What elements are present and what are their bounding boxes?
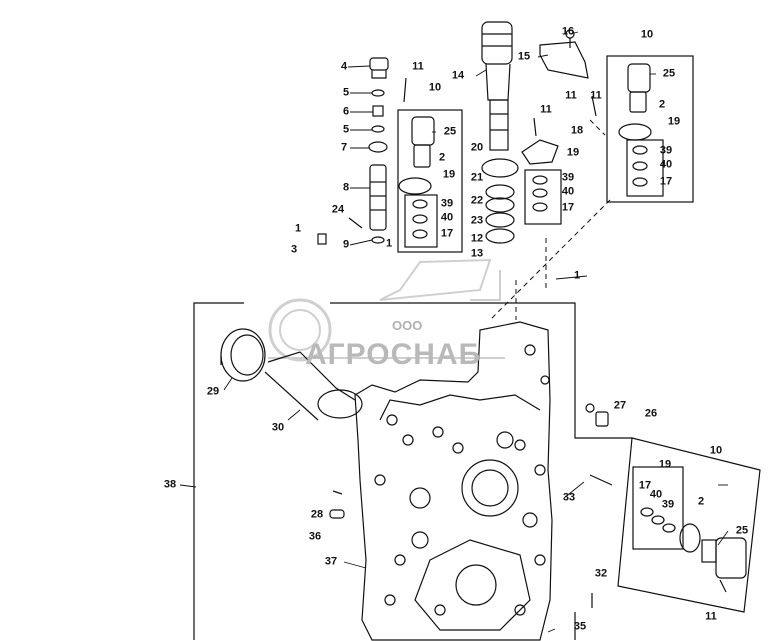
callout-20: 20 [470, 141, 484, 154]
sleeve-and-tube [220, 328, 363, 421]
callout-23: 23 [470, 214, 484, 227]
callout-5: 5 [342, 86, 350, 99]
callout-39: 39 [440, 197, 454, 210]
callout-15: 15 [517, 50, 531, 63]
callout-2: 2 [438, 151, 446, 164]
watermark-logo-icon [268, 258, 505, 362]
spool-stack [317, 57, 389, 245]
callout-9: 9 [342, 238, 350, 251]
callout-37: 37 [324, 555, 338, 568]
callout-19: 19 [566, 146, 580, 159]
callout-11: 11 [590, 89, 602, 102]
callout-40: 40 [649, 488, 663, 501]
callout-19: 19 [442, 168, 456, 181]
callout-10: 10 [709, 444, 723, 457]
callout-25: 25 [662, 67, 676, 80]
callout-10: 10 [428, 81, 442, 94]
callout-39: 39 [661, 498, 675, 511]
callout-11: 11 [412, 60, 424, 73]
callout-8: 8 [342, 181, 350, 194]
callout-30: 30 [271, 421, 285, 434]
solenoid-box-c [617, 437, 761, 613]
callout-21: 21 [470, 171, 484, 184]
callout-40: 40 [440, 211, 454, 224]
callout-leaders [179, 31, 729, 633]
callout-17: 17 [659, 175, 673, 188]
callout-10: 10 [640, 28, 654, 41]
callout-4: 4 [340, 60, 348, 73]
callout-25: 25 [735, 524, 749, 537]
callout-6: 6 [342, 105, 350, 118]
callout-1: 1 [294, 222, 302, 235]
solenoid-box-a [397, 77, 463, 253]
callout-1: 1 [573, 269, 581, 282]
callout-25: 25 [443, 125, 457, 138]
callout-35: 35 [573, 620, 587, 633]
callout-11: 11 [705, 610, 717, 623]
callout-40: 40 [561, 185, 575, 198]
callout-38: 38 [163, 478, 177, 491]
solenoid-box-b [606, 55, 694, 203]
callout-13: 13 [470, 247, 484, 260]
callout-17: 17 [561, 201, 575, 214]
callout-19: 19 [667, 115, 681, 128]
callout-2: 2 [658, 98, 666, 111]
callout-17: 17 [638, 479, 652, 492]
small-parts [329, 403, 613, 608]
watermark-company-prefix: ООО [392, 318, 423, 333]
callout-40: 40 [659, 158, 673, 171]
bracket [539, 29, 597, 117]
callout-7: 7 [340, 141, 348, 154]
callout-11: 11 [540, 103, 552, 116]
callout-27: 27 [613, 399, 627, 412]
callout-28: 28 [310, 508, 324, 521]
callout-11: 11 [565, 89, 577, 102]
watermark-company-name: АГРОСНАБ [305, 338, 482, 371]
dashed-leaders [489, 119, 611, 321]
callout-2: 2 [697, 495, 705, 508]
central-valve [481, 21, 519, 244]
flange-and-seals [521, 117, 562, 225]
callout-12: 12 [470, 232, 484, 245]
callout-33: 33 [562, 491, 576, 504]
callout-36: 36 [308, 530, 322, 543]
callout-39: 39 [659, 144, 673, 157]
callout-3: 3 [290, 243, 298, 256]
callout-32: 32 [594, 567, 608, 580]
callout-14: 14 [451, 69, 465, 82]
callout-24: 24 [331, 203, 345, 216]
callout-26: 26 [644, 407, 658, 420]
callout-19: 19 [658, 458, 672, 471]
callout-5: 5 [342, 123, 350, 136]
callout-22: 22 [470, 194, 484, 207]
callout-39: 39 [561, 171, 575, 184]
main-housing-frame [193, 302, 632, 640]
callout-16: 16 [561, 25, 575, 38]
housing-body [354, 321, 553, 641]
callout-29: 29 [206, 385, 220, 398]
callout-18: 18 [570, 124, 584, 137]
callout-17: 17 [440, 227, 454, 240]
callout-1: 1 [385, 237, 393, 250]
